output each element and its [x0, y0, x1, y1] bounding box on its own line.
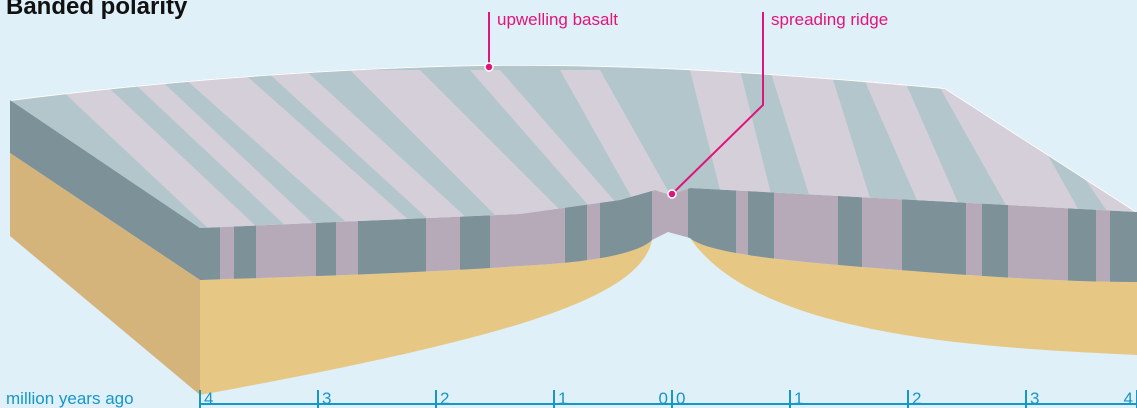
timescale-tick-label: 4: [204, 389, 213, 408]
timescale-tick-label: 1: [558, 389, 567, 408]
diagram-title: Banded polarity: [6, 0, 188, 20]
timescale-tick-label: 0: [676, 389, 685, 408]
timescale-tick-label: 3: [1030, 389, 1039, 408]
ridge-callout-label: spreading ridge: [771, 10, 888, 29]
ridge-callout-line: [671, 12, 764, 195]
front-crust-right: [690, 238, 1137, 355]
timescale-tick-label: 3: [322, 389, 331, 408]
timescale-tick-label: 1: [794, 389, 803, 408]
front-crust-left: [200, 240, 652, 395]
timescale-label: million years ago: [6, 389, 134, 408]
upwelling-callout-label: upwelling basalt: [497, 10, 618, 29]
timescale-tick-label: 2: [912, 389, 921, 408]
top-surface-bands: [10, 64, 1137, 228]
left-side-crust: [10, 153, 200, 395]
timescale-tick-label: 4: [1124, 389, 1133, 408]
timescale-tick-label: 0: [659, 389, 668, 408]
upwelling-callout-dot: [484, 62, 494, 72]
left-side-rock-face: [10, 100, 200, 280]
ridge-callout-dot: [667, 189, 677, 199]
timescale-tick-label: 2: [440, 389, 449, 408]
